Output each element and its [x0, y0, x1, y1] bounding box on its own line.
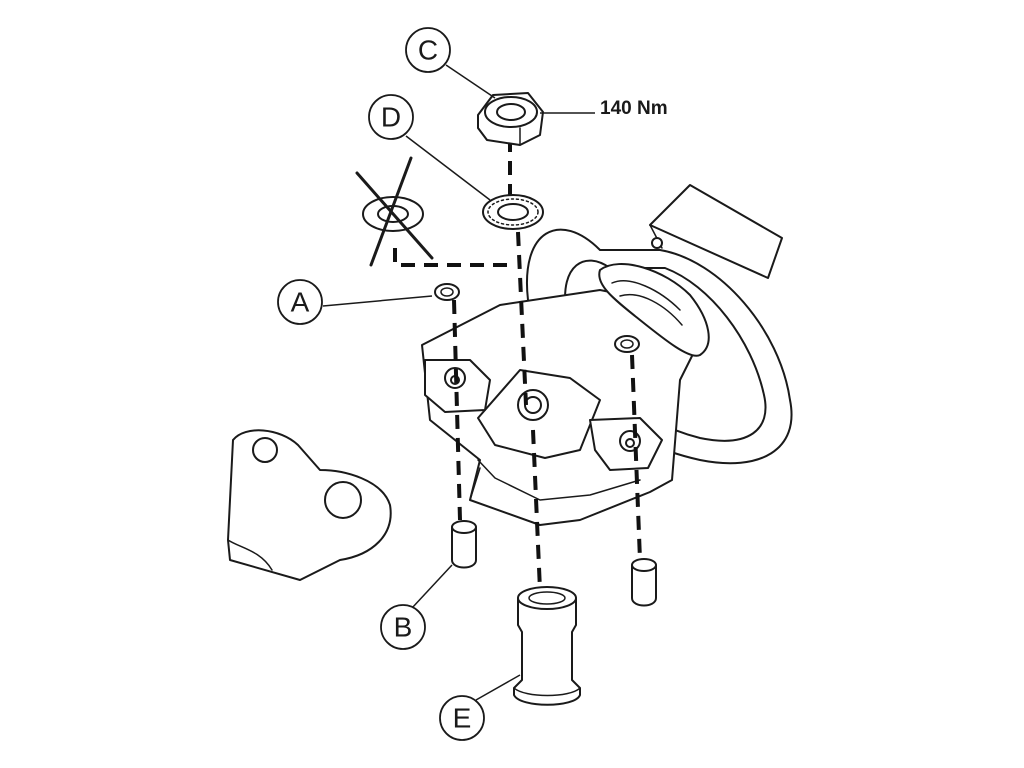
- crossed-out-washer: [355, 156, 434, 267]
- mounting-block: [649, 184, 783, 279]
- assembly-axes: [393, 138, 642, 591]
- lock-washer-D: [482, 194, 544, 230]
- clip-ring-right: [614, 335, 640, 353]
- callout-label-B: B: [394, 612, 413, 643]
- callout-label-C: C: [418, 35, 438, 66]
- callout-D: D: [368, 94, 414, 140]
- detached-bracket: [227, 429, 392, 581]
- callout-label-A: A: [291, 287, 310, 318]
- flanged-pin-E: [513, 586, 581, 706]
- torque-label: 140 Nm: [600, 98, 668, 119]
- callout-A: A: [277, 279, 323, 325]
- clip-ring-A: [434, 283, 460, 301]
- callout-label-E: E: [453, 703, 472, 734]
- leader-lines: [322, 64, 595, 701]
- main-housing: [421, 263, 710, 526]
- callout-B: B: [380, 604, 426, 650]
- callout-E: E: [439, 695, 485, 741]
- callout-label-D: D: [381, 102, 401, 133]
- nut-C: [477, 92, 544, 146]
- bushing-right: [631, 558, 657, 607]
- bushing-B: [451, 520, 477, 569]
- callout-C: C: [405, 27, 451, 73]
